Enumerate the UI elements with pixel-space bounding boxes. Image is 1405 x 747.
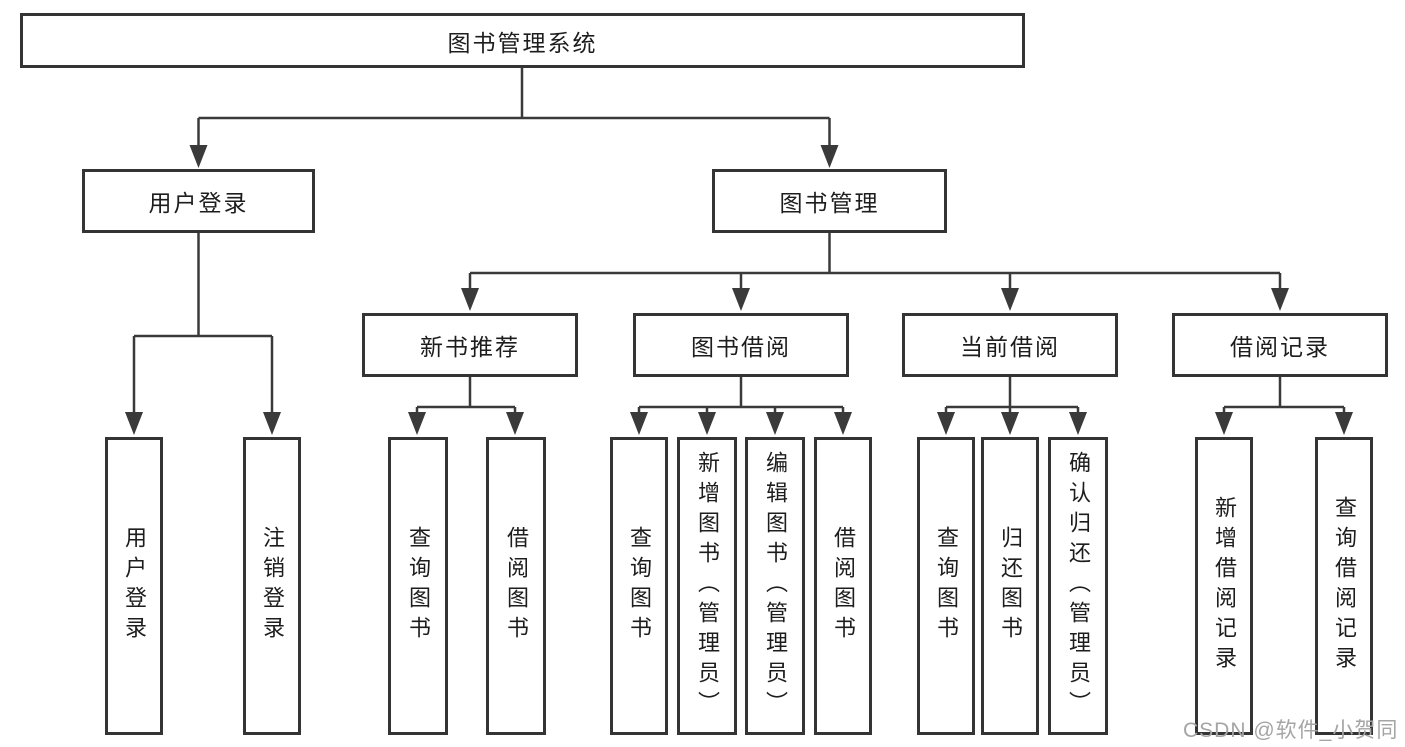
node-borrowing-records: 借阅记录 [1172,313,1388,377]
node-user-login: 用户登录 [82,169,315,233]
leaf-current-confirm-return-admin: 确认归还（管理员） [1048,437,1108,735]
leaf-borrow-borrow-books: 借阅图书 [814,437,872,735]
node-user-login-label: 用户登录 [148,190,249,216]
arrowheads [125,145,1353,435]
leaf-current-query-books: 查询图书 [917,437,975,735]
leaf-user-login: 用户登录 [105,437,163,735]
node-new-book-recommend: 新书推荐 [362,313,578,377]
leaf-current-confirm-return-admin-label: 确认归还（管理员） [1066,451,1091,721]
leaf-current-query-books-label: 查询图书 [934,526,959,646]
leaf-borrow-query-books-label: 查询图书 [627,526,652,646]
leaf-recommend-borrow-books-label: 借阅图书 [504,526,529,646]
leaf-borrow-borrow-books-label: 借阅图书 [831,526,856,646]
leaf-borrow-add-books-admin: 新增图书（管理员） [677,437,737,735]
leaf-borrow-edit-books-admin: 编辑图书（管理员） [745,437,805,735]
node-book-management: 图书管理 [712,169,947,233]
leaf-borrow-query-books: 查询图书 [610,437,668,735]
leaf-borrow-edit-books-admin-label: 编辑图书（管理员） [763,451,788,721]
leaf-recommend-query-books: 查询图书 [388,437,448,735]
csdn-watermark: CSDN @软件_小贺同学 [1183,719,1399,742]
node-book-borrowing-label: 图书借阅 [691,334,791,360]
leaf-records-add-record: 新增借阅记录 [1195,437,1253,735]
leaf-logout-label: 注销登录 [260,526,285,646]
leaf-user-login-label: 用户登录 [122,526,147,646]
node-new-book-recommend-label: 新书推荐 [420,334,520,360]
leaf-logout: 注销登录 [243,437,301,735]
node-current-borrowing: 当前借阅 [902,313,1118,377]
node-root-library-management-system: 图书管理系统 [20,13,1025,68]
leaf-records-query-record: 查询借阅记录 [1315,437,1373,735]
node-book-management-label: 图书管理 [779,190,880,216]
leaf-borrow-add-books-admin-label: 新增图书（管理员） [695,451,720,721]
leaf-current-return-books: 归还图书 [981,437,1039,735]
leaf-recommend-borrow-books: 借阅图书 [486,437,546,735]
node-root-label: 图书管理系统 [447,29,598,56]
leaf-current-return-books-label: 归还图书 [998,526,1023,646]
leaf-recommend-query-books-label: 查询图书 [406,526,431,646]
leaf-records-query-record-label: 查询借阅记录 [1332,496,1357,676]
node-book-borrowing: 图书借阅 [633,313,849,377]
node-borrowing-records-label: 借阅记录 [1230,334,1330,360]
node-current-borrowing-label: 当前借阅 [960,334,1060,360]
leaf-records-add-record-label: 新增借阅记录 [1212,496,1237,676]
